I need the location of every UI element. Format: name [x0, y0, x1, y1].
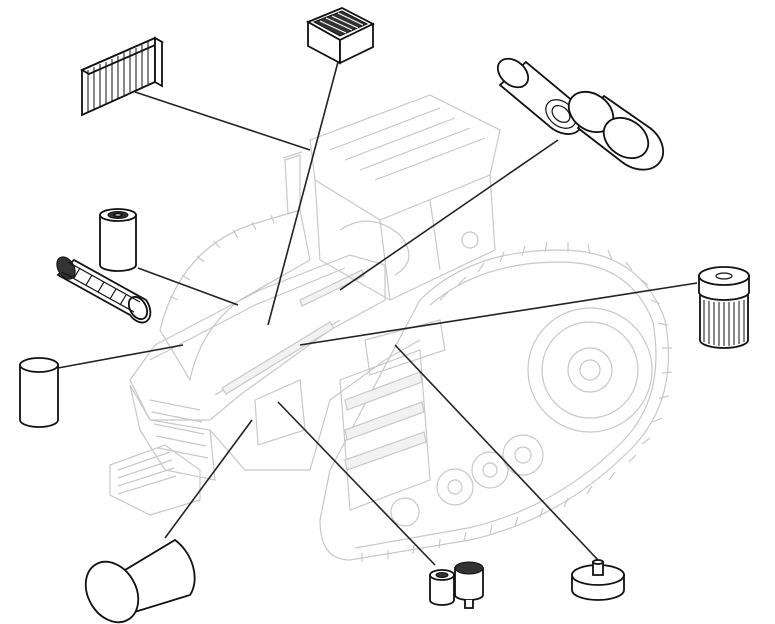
canister-filter-icon[interactable]: [19, 357, 59, 428]
leader-breather-filter: [394, 344, 599, 561]
spin-on-filter-icon[interactable]: [99, 208, 137, 272]
leader-spin-on-filter: [137, 267, 239, 306]
exhaust-stack: [282, 151, 303, 215]
large-cylinder-icon[interactable]: [75, 538, 196, 624]
leader-cab-panel-filter: [134, 91, 311, 151]
cage-filter-icon[interactable]: [53, 254, 152, 324]
steps: [339, 319, 446, 511]
leader-cartridge-filter: [299, 282, 698, 346]
front-track: [159, 209, 311, 382]
cylinder-filter-icon[interactable]: [492, 53, 584, 135]
fuel-filter-icon[interactable]: [429, 561, 484, 609]
tractor-illustration: [109, 94, 673, 562]
leader-canister-filter: [57, 344, 184, 369]
leader-air-filters: [339, 139, 559, 291]
leader-fuel-filter: [277, 401, 436, 566]
breather-filter-icon[interactable]: [571, 559, 625, 601]
panel-filter-icon[interactable]: [80, 36, 164, 117]
cylinder-filter-icon[interactable]: [561, 83, 665, 171]
leader-cab-box-filter: [267, 61, 339, 326]
leader-large-air-filter: [164, 419, 253, 539]
box-filter-icon[interactable]: [305, 7, 376, 65]
cartridge-filter-icon[interactable]: [698, 266, 750, 349]
leader-lines: [57, 61, 698, 566]
hood: [109, 254, 421, 516]
cab: [309, 94, 501, 301]
rear-track: [319, 241, 673, 562]
